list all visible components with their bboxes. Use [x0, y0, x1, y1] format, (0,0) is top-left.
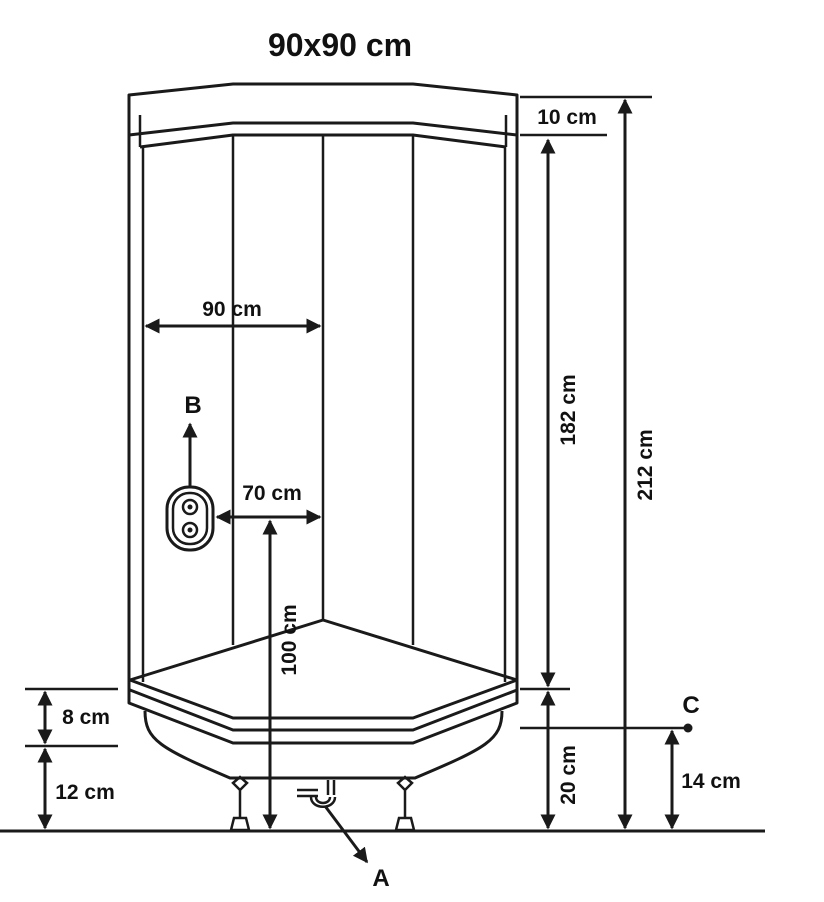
connection-height-label: 14 cm: [681, 770, 741, 793]
drain-trap-icon: [297, 780, 337, 808]
marker-b: B: [184, 392, 201, 419]
diagram-title: 90x90 cm: [268, 27, 412, 63]
connection-point-c: [683, 723, 693, 733]
arrow-a: [323, 805, 369, 864]
leg-left: [229, 775, 251, 832]
total-height-label: 212 cm: [634, 429, 657, 500]
panel-offset-label: 70 cm: [242, 482, 302, 505]
cabin-outline: [127, 82, 519, 685]
shower-tray: [127, 618, 519, 780]
marker-a: A: [372, 865, 389, 892]
wall-height-label: 182 cm: [557, 374, 580, 445]
leg-height-label: 12 cm: [55, 781, 115, 804]
tray-height-label: 8 cm: [62, 706, 110, 729]
base-height-label: 20 cm: [557, 745, 580, 805]
panel-height-label: 100 cm: [278, 604, 301, 675]
control-panel-icon: [165, 485, 215, 552]
width-label: 90 cm: [202, 298, 262, 321]
marker-c: C: [682, 692, 699, 719]
leg-right: [394, 775, 416, 832]
top-height-label: 10 cm: [537, 106, 597, 129]
